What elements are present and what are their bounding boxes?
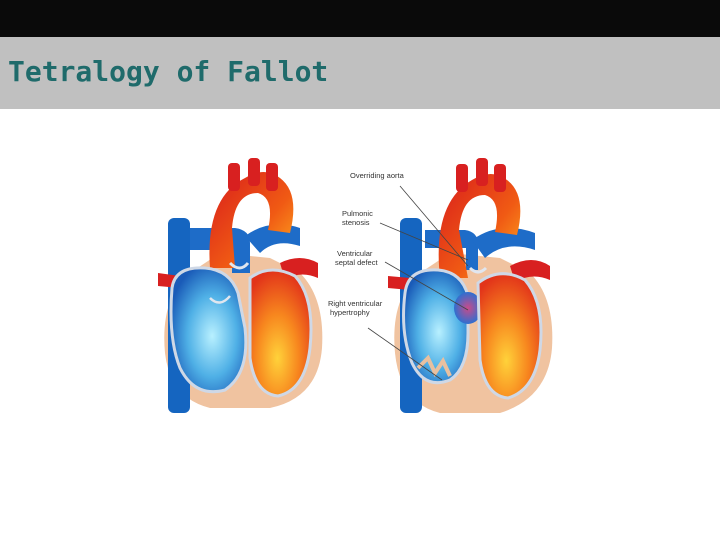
leader-vsd xyxy=(384,261,469,311)
leader-rvh xyxy=(367,327,443,381)
leader-overriding-aorta xyxy=(399,185,469,267)
label-vsd-1: Ventricular xyxy=(337,249,373,258)
leader-pulmonic-stenosis xyxy=(379,222,469,261)
label-rvh-2: hypertrophy xyxy=(330,308,370,317)
annotation-labels: Overriding aorta Pulmonic stenosis Ventr… xyxy=(328,171,469,381)
label-rvh-1: Right ventricular xyxy=(328,299,383,308)
slide-title: Tetralogy of Fallot xyxy=(8,55,329,88)
label-overriding-aorta: Overriding aorta xyxy=(350,171,405,180)
label-pulmonic-stenosis-2: stenosis xyxy=(342,218,370,227)
label-vsd-2: septal defect xyxy=(335,258,378,267)
tetralogy-heart xyxy=(388,158,553,413)
title-band xyxy=(0,37,720,109)
heart-diagram: Overriding aorta Pulmonic stenosis Ventr… xyxy=(150,158,570,428)
top-bar xyxy=(0,0,720,37)
label-pulmonic-stenosis-1: Pulmonic xyxy=(342,209,373,218)
normal-heart xyxy=(158,158,323,413)
